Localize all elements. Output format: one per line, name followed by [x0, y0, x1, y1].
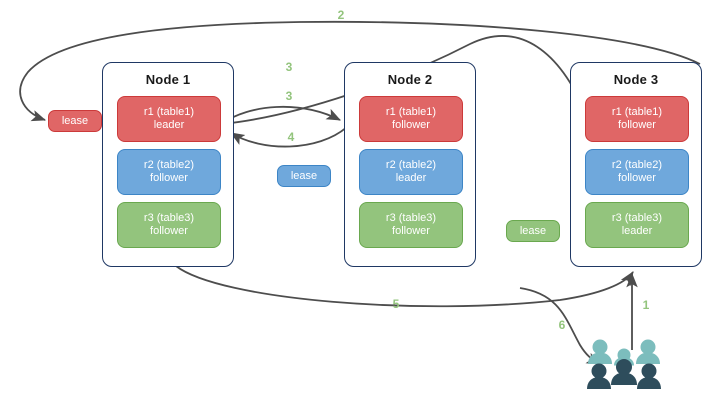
step-label-3-long: 3 [285, 60, 293, 74]
edge-5-path [175, 265, 634, 308]
edge-3-long-path [221, 35, 587, 125]
lease-label: lease [519, 225, 547, 237]
replica-role: follower [150, 172, 188, 184]
node-2-replica-r2[interactable]: r2 (table2) leader [359, 149, 463, 195]
node-2[interactable]: Node 2 r1 (table1) follower r2 (table2) … [344, 62, 476, 267]
replica-role: leader [395, 172, 427, 184]
lease-label: lease [290, 170, 318, 182]
replica-name: r1 (table1) [143, 105, 195, 118]
node-3-title: Node 3 [613, 72, 659, 87]
edge-4-path [230, 126, 348, 148]
replica-name: r3 (table3) [385, 211, 437, 224]
replica-role: follower [618, 172, 656, 184]
replica-name: r2 (table2) [611, 158, 663, 171]
step-label-3-short: 3 [285, 89, 293, 103]
replica-role: leader [621, 225, 653, 237]
step-label-4: 4 [287, 130, 295, 144]
node-3-replica-r2[interactable]: r2 (table2) follower [585, 149, 689, 195]
node-3[interactable]: Node 3 r1 (table1) follower r2 (table2) … [570, 62, 702, 267]
node-2-replica-r3[interactable]: r3 (table3) follower [359, 202, 463, 248]
node-1-replica-r2[interactable]: r2 (table2) follower [117, 149, 221, 195]
lease-chip-blue[interactable]: lease [277, 165, 331, 187]
replica-name: r3 (table3) [143, 211, 195, 224]
node-1-title: Node 1 [145, 72, 191, 87]
node-3-replica-r1[interactable]: r1 (table1) follower [585, 96, 689, 142]
step-label-2: 2 [337, 8, 345, 22]
replica-name: r2 (table2) [143, 158, 195, 171]
node-2-title: Node 2 [387, 72, 433, 87]
node-1[interactable]: Node 1 r1 (table1) leader r2 (table2) fo… [102, 62, 234, 267]
step-label-5: 5 [392, 297, 400, 311]
step-label-1: 1 [642, 298, 650, 312]
node-2-replica-r1[interactable]: r1 (table1) follower [359, 96, 463, 142]
replica-role: follower [618, 119, 656, 131]
node-1-replica-r3[interactable]: r3 (table3) follower [117, 202, 221, 248]
replica-name: r1 (table1) [385, 105, 437, 118]
lease-label: lease [61, 115, 89, 127]
node-1-replica-r1[interactable]: r1 (table1) leader [117, 96, 221, 142]
replica-name: r3 (table3) [611, 211, 663, 224]
replica-name: r1 (table1) [611, 105, 663, 118]
lease-chip-green[interactable]: lease [506, 220, 560, 242]
step-label-6: 6 [558, 318, 566, 332]
lease-chip-red[interactable]: lease [48, 110, 102, 132]
replica-name: r2 (table2) [385, 158, 437, 171]
users-group-icon [587, 339, 661, 389]
replica-role: follower [392, 225, 430, 237]
edge-2-path [19, 20, 701, 122]
replica-role: follower [150, 225, 188, 237]
node-3-replica-r3[interactable]: r3 (table3) leader [585, 202, 689, 248]
replica-role: follower [392, 119, 430, 131]
replica-role: leader [153, 119, 185, 131]
